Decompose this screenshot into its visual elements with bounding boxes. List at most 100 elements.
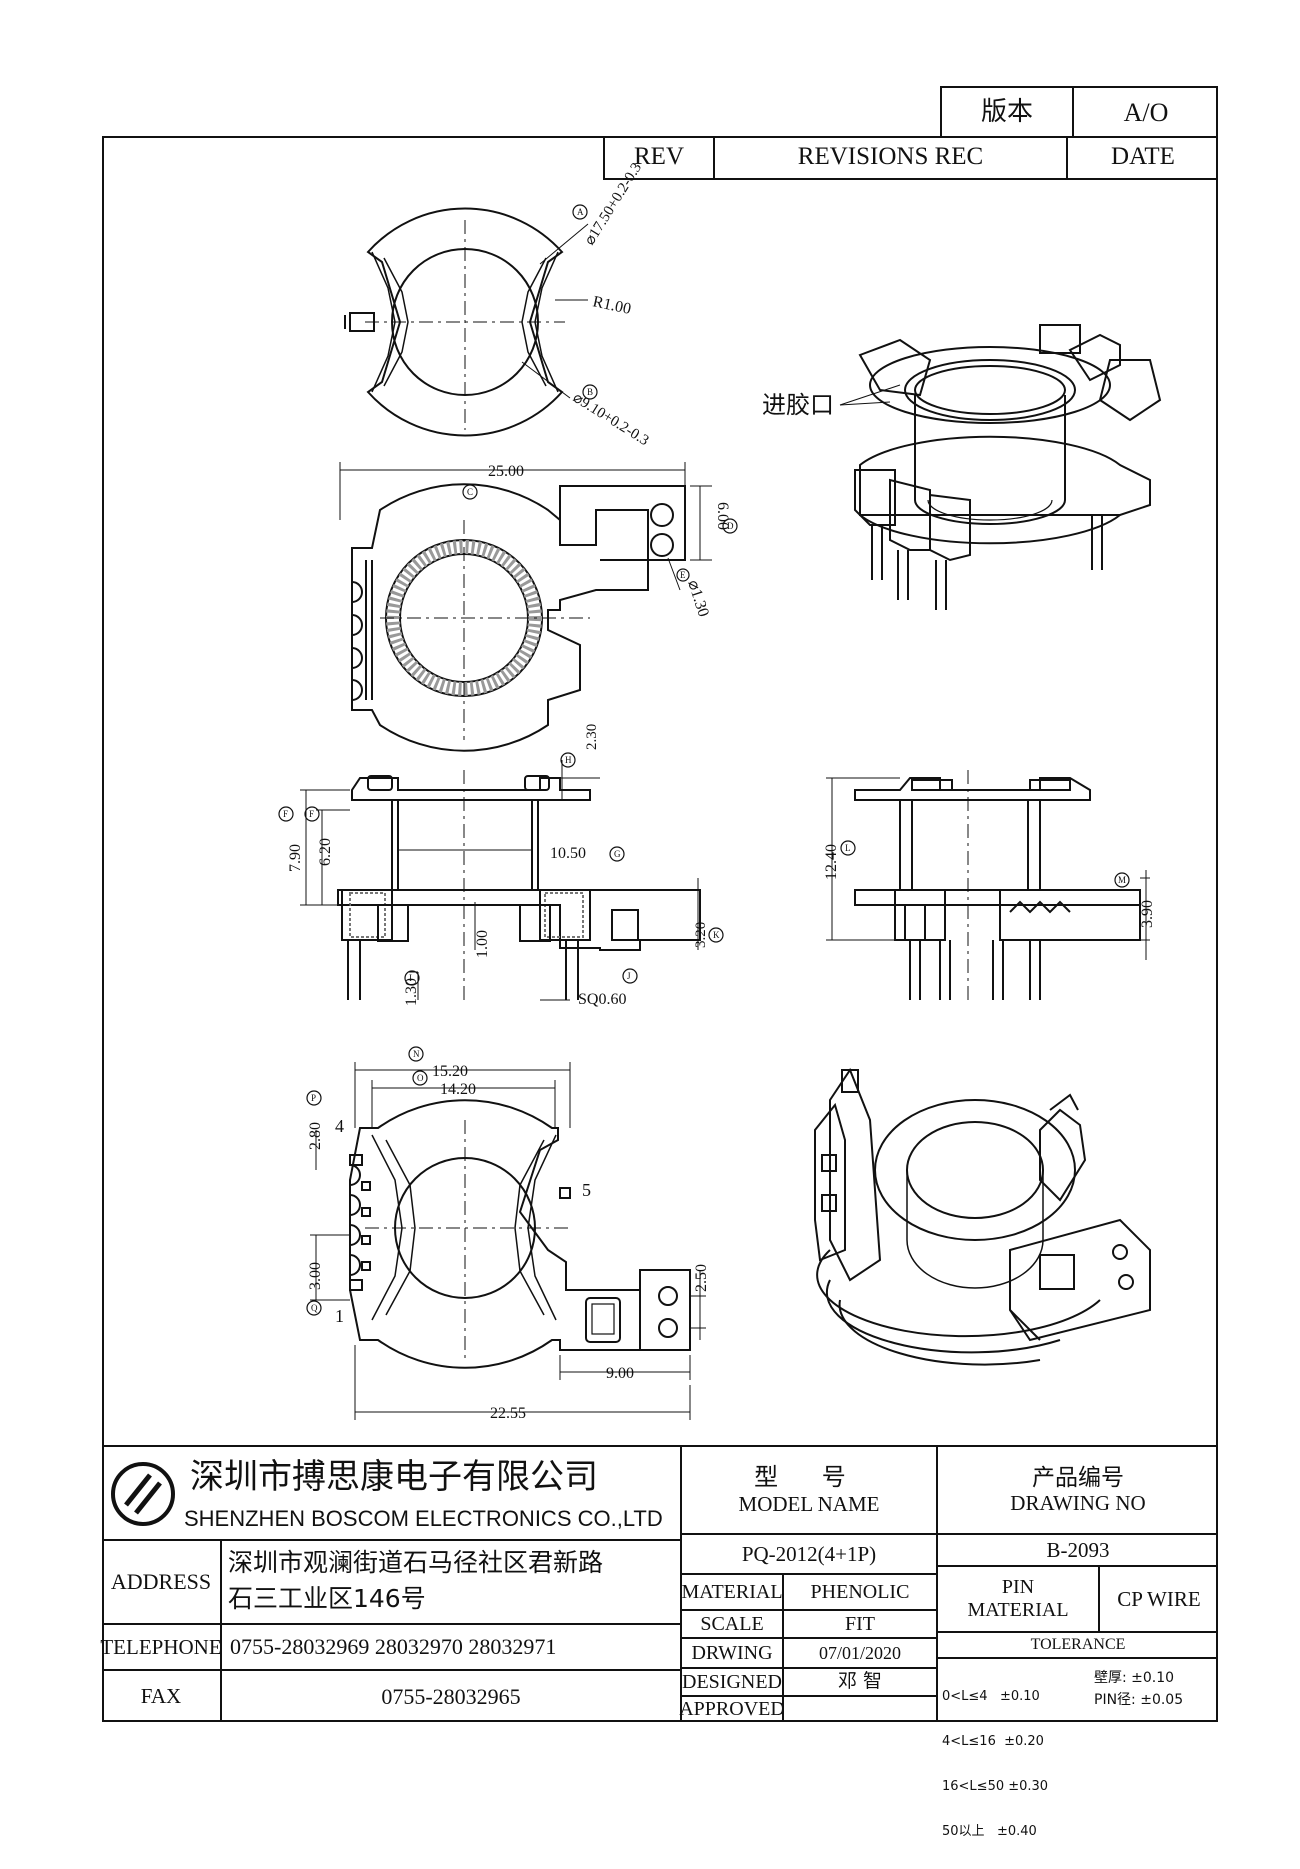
- tolerance-label: TOLERANCE: [1030, 1635, 1126, 1653]
- approved-label: APPROVED: [679, 1698, 785, 1720]
- pin-material-line2: MATERIAL: [967, 1599, 1069, 1621]
- side-tag-m: M: [1118, 875, 1126, 885]
- top-tag-a: A: [577, 207, 584, 217]
- bottom-dim-slot: 2.50: [693, 1264, 710, 1292]
- front-tag-f: F: [283, 809, 288, 819]
- side-view: [826, 770, 1150, 1000]
- company-logo-icon: [111, 1462, 175, 1526]
- front-tag-f2: F: [309, 809, 314, 819]
- bottom-tag-q: Q: [311, 1303, 318, 1313]
- address-label: ADDRESS: [110, 1569, 212, 1595]
- front-dim-mid: 1.00: [474, 930, 491, 958]
- top-dim-b: ⌀9.10+0.2-0.3: [570, 390, 652, 449]
- front-tag-k: K: [713, 930, 720, 940]
- model-name-header: 型 号 MODEL NAME: [682, 1447, 936, 1533]
- drawing-no-header: 产品编号 DRAWING NO: [938, 1447, 1218, 1533]
- material-value: PHENOLIC: [810, 1580, 910, 1603]
- telephone-value: 0755-28032969 28032970 28032971: [230, 1634, 557, 1660]
- front-dim-total: 7.90: [287, 844, 304, 872]
- tolerance-extra: 壁厚: ±0.10 PIN径: ±0.05: [1094, 1667, 1216, 1717]
- rev-label: REV: [605, 136, 715, 178]
- bottom-dim-outer: 15.20: [432, 1063, 468, 1080]
- top-tag-b: B: [587, 387, 593, 397]
- scale-label: SCALE: [700, 1612, 764, 1635]
- title-block: 深圳市搏思康电子有限公司 SHENZHEN BOSCOM ELECTRONICS…: [100, 1445, 1218, 1839]
- top-view: [344, 204, 598, 437]
- top-dim-a: ⌀17.50+0.2-0.3: [582, 160, 645, 248]
- tolerance-row-1: 0<L≤4 ±0.10: [942, 1689, 1040, 1704]
- bottom-dim-total: 22.55: [490, 1405, 526, 1422]
- pin-material-label: PIN MATERIAL: [938, 1567, 1098, 1631]
- model-name-en: MODEL NAME: [738, 1491, 880, 1516]
- tolerance-row-3: 16<L≤50 ±0.30: [942, 1779, 1049, 1794]
- company-name-en: SHENZHEN BOSCOM ELECTRONICS CO.,LTD: [184, 1506, 663, 1532]
- bottom-tag-n: N: [413, 1049, 420, 1059]
- drawing-frame: [102, 136, 1218, 1722]
- version-value: A/O: [1123, 98, 1169, 128]
- designed-value: 邓 智: [837, 1670, 883, 1693]
- front-view: [278, 752, 724, 1001]
- date-label: DATE: [1111, 142, 1175, 170]
- front-tag-i: I: [409, 973, 412, 983]
- iso-view-bottom: [814, 1067, 1151, 1366]
- side-dim-m: 3.90: [1139, 900, 1156, 928]
- front-dim-flange-top: 2.30: [584, 724, 600, 750]
- bottom-view: [306, 1046, 706, 1420]
- fax-label: FAX: [140, 1684, 182, 1709]
- side-tag-l: L: [845, 843, 851, 853]
- bottom-pin1: 1: [335, 1306, 344, 1326]
- iso-gate-label: 进胶口: [762, 391, 834, 419]
- bottom-dim-top: 2.80: [307, 1122, 324, 1150]
- front-tag-j: J: [627, 971, 631, 981]
- bottom-tag-p: P: [311, 1093, 316, 1103]
- tolerance-table: 0<L≤4 ±0.10 4<L≤16 ±0.20 16<L≤50 ±0.30 5…: [942, 1659, 1092, 1839]
- telephone-label: TELEPHONE: [100, 1634, 222, 1659]
- bottom-pin5: 5: [582, 1180, 591, 1200]
- bottom-dim-pitch: 3.00: [307, 1262, 324, 1290]
- drawing-no-en: DRAWING NO: [1010, 1491, 1146, 1516]
- tolerance-row-4: 50以上 ±0.40: [942, 1824, 1037, 1839]
- plan-dim-pitch: 6.00: [714, 502, 731, 530]
- revision-header: REV REVISIONS REC DATE: [603, 136, 1218, 180]
- front-dim-core: 10.50: [550, 845, 586, 862]
- model-name-cn: 型 号: [754, 1463, 864, 1492]
- designed-label: DESIGNED: [682, 1670, 782, 1693]
- version-label: 版本: [942, 88, 1074, 138]
- bottom-dim-tab: 9.00: [606, 1365, 634, 1382]
- plan-tag-d: D: [727, 521, 734, 531]
- iso-view-top: [839, 324, 1162, 610]
- pin-material-value: CP WIRE: [1117, 1586, 1201, 1611]
- drawing-date: 07/01/2020: [818, 1642, 901, 1663]
- drawing-no-cn: 产品编号: [1032, 1464, 1124, 1491]
- wall-tolerance: 壁厚: ±0.10: [1094, 1670, 1175, 1686]
- front-dim-inner: 6.20: [317, 838, 334, 866]
- drawing-no-value: B-2093: [1046, 1537, 1110, 1562]
- front-dim-pin-len: 1.30: [403, 978, 420, 1006]
- front-tag-h: H: [565, 755, 572, 765]
- company-name-cn: 深圳市搏思康电子有限公司: [190, 1457, 598, 1498]
- top-dim-radius: R1.00: [591, 293, 632, 318]
- revision-box: 版本 A/O: [940, 86, 1218, 138]
- revisions-rec-label: REVISIONS REC: [715, 136, 1068, 178]
- front-dim-sq: SQ0.60: [578, 991, 626, 1008]
- material-label: MATERIAL: [681, 1580, 783, 1603]
- scale-value: FIT: [845, 1612, 875, 1635]
- address-line2: 石三工业区146号: [228, 1583, 426, 1613]
- model-value: PQ-2012(4+1P): [741, 1541, 877, 1566]
- drawing-label: DRWING: [691, 1641, 773, 1664]
- pin-material-line1: PIN: [1001, 1576, 1035, 1598]
- plan-tag-c: C: [467, 487, 473, 497]
- bottom-pin4: 4: [335, 1116, 344, 1136]
- bottom-dim-inner: 14.20: [440, 1081, 476, 1098]
- front-dim-base: 3.20: [693, 922, 709, 948]
- tolerance-row-2: 4<L≤16 ±0.20: [942, 1734, 1044, 1749]
- side-dim-height: 12.40: [823, 844, 840, 880]
- pin-diameter-tolerance: PIN径: ±0.05: [1094, 1692, 1184, 1708]
- plan-dim-width: 25.00: [488, 463, 524, 480]
- address-line1: 深圳市观澜街道石马径社区君新路: [228, 1547, 604, 1577]
- plan-dim-hole: ⌀1.30: [684, 578, 712, 619]
- bottom-tag-o: O: [417, 1073, 424, 1083]
- fax-value: 0755-28032965: [381, 1683, 521, 1709]
- plan-tag-e: E: [680, 570, 686, 580]
